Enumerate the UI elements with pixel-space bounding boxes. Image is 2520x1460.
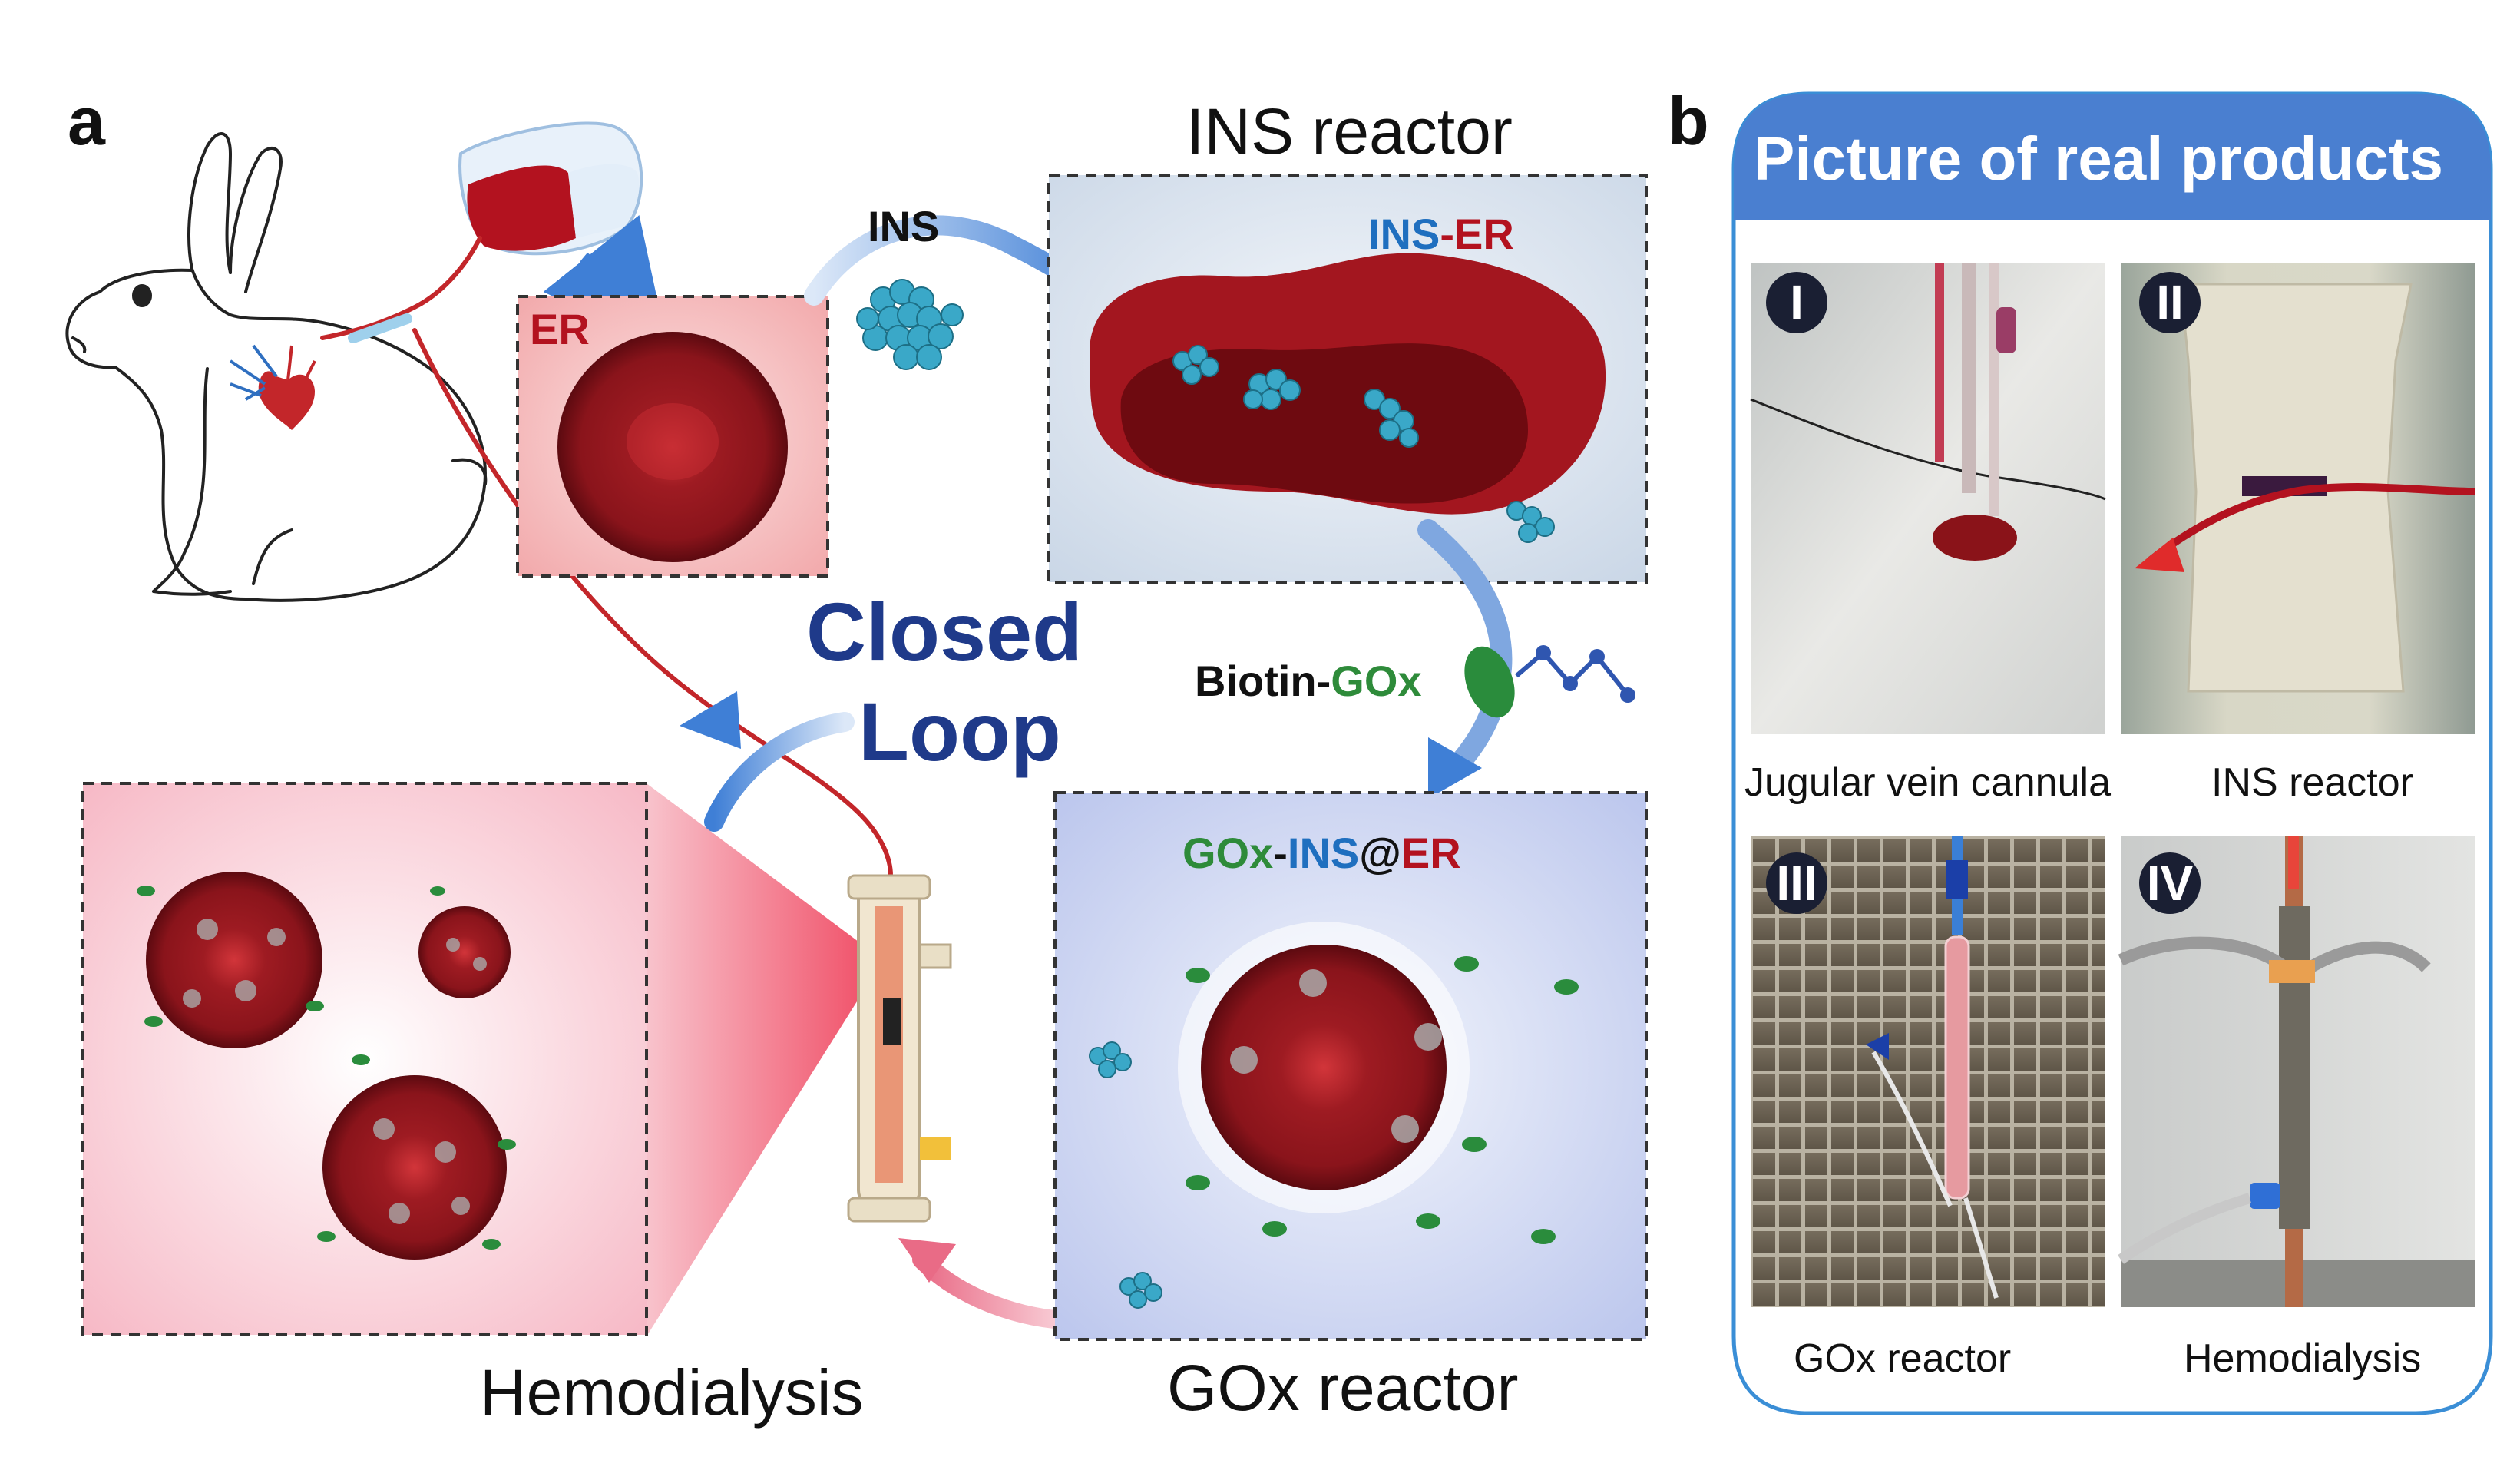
photo-ins-reactor <box>2121 263 2476 734</box>
ins-er-part1: INS <box>1368 210 1440 258</box>
arrow-ins-to-gox-head <box>1428 737 1482 799</box>
photo-gox-reactor <box>1751 836 2105 1307</box>
biotin-gox-part1: Biotin <box>1195 657 1317 705</box>
gox-ins-er-at: @ <box>1359 829 1401 877</box>
photo-iv-caption: Hemodialysis <box>2184 1336 2421 1381</box>
gox-enzyme-icon <box>1464 645 1635 718</box>
rabbit-illustration <box>65 132 488 602</box>
panel-a-letter: a <box>68 83 106 159</box>
ins-reactor-title: INS reactor <box>1186 95 1513 167</box>
hemodialysis-label: Hemodialysis <box>480 1356 864 1429</box>
photo-i-badge <box>1766 272 1827 333</box>
panel-b-header: Picture of real products <box>1754 124 2443 193</box>
photo-ii-numeral: II <box>2156 275 2184 330</box>
panel-b-letter: b <box>1668 83 1709 159</box>
gox-reactor-box <box>1053 791 1648 1341</box>
tubing <box>320 236 893 878</box>
ins-reactor-box <box>1047 174 1648 584</box>
gox-reactor-label: GOx reactor <box>1167 1352 1518 1424</box>
arrow-gox-to-dialyzer-head <box>898 1238 956 1283</box>
ins-er-dash: - <box>1440 210 1454 258</box>
gox-ins-er-part2: INS <box>1288 829 1359 877</box>
blood-bag-icon <box>458 121 643 256</box>
closed-loop-line1: Closed <box>806 585 1083 678</box>
photo-hemodialysis <box>2118 836 2475 1307</box>
photo-jugular-vein-cannula <box>1750 263 2106 734</box>
photo-iii-badge <box>1766 852 1827 914</box>
dialyzer-icon <box>847 874 952 1223</box>
gox-ins-er-part3: ER <box>1401 829 1461 877</box>
er-box <box>516 295 829 578</box>
arrow-return-blue-head <box>680 691 741 749</box>
ins-er-label: INS-ER <box>1368 210 1514 258</box>
ins-er-part2: ER <box>1454 210 1514 258</box>
photo-iii-numeral: III <box>1776 856 1817 911</box>
biotin-gox-part2: GOx <box>1331 657 1421 705</box>
photo-ii-caption: INS reactor <box>2211 760 2413 805</box>
closed-loop-line2: Loop <box>858 685 1061 778</box>
insulin-cluster-icon <box>856 279 964 370</box>
biotin-gox-label: Biotin-GOx <box>1195 657 1422 705</box>
biotin-gox-dash: - <box>1317 657 1331 705</box>
heart-icon <box>229 344 316 430</box>
ins-label: INS <box>868 202 939 250</box>
photo-iv-numeral: IV <box>2147 856 2194 911</box>
photo-ii-badge <box>2139 272 2201 333</box>
photo-iii-caption: GOx reactor <box>1794 1336 2011 1381</box>
arrow-return-blue <box>704 712 855 832</box>
gox-ins-er-dash: - <box>1273 829 1288 877</box>
gox-ins-er-label: GOx-INS@ER <box>1182 829 1461 877</box>
photo-i-caption: Jugular vein cannula <box>1744 760 2111 805</box>
hemodialysis-box <box>81 782 883 1336</box>
gox-ins-er-part1: GOx <box>1182 829 1273 877</box>
photo-iv-badge <box>2139 852 2201 914</box>
photo-i-numeral: I <box>1790 275 1804 330</box>
er-label: ER <box>530 305 590 353</box>
